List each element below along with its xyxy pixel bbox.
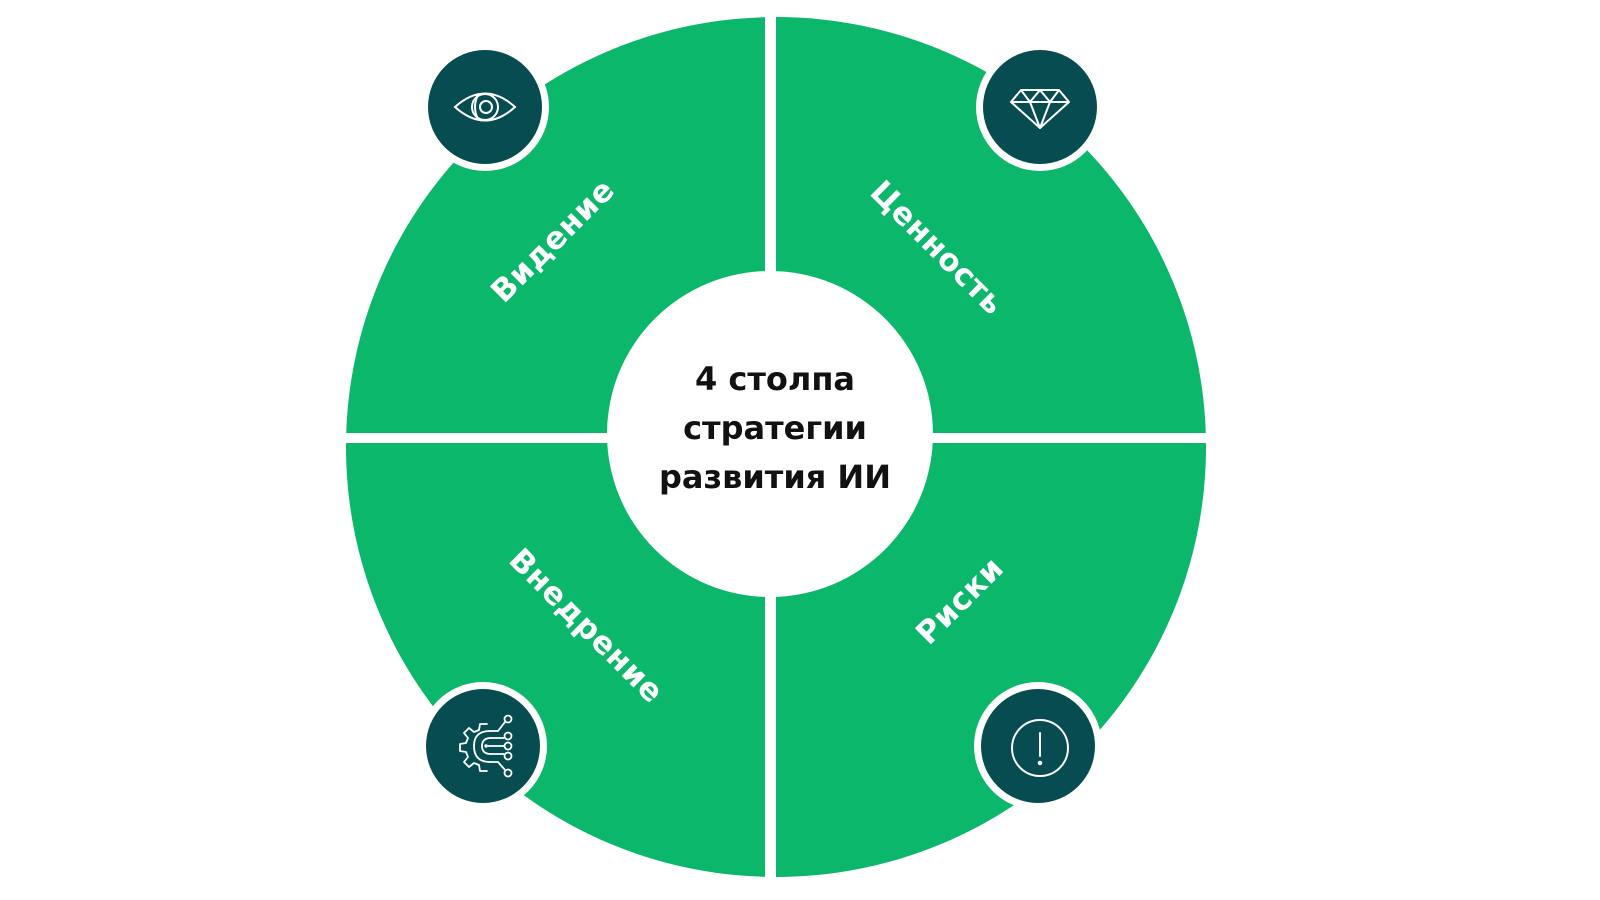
value-icon-badge bbox=[976, 43, 1104, 171]
gear-circuit-icon bbox=[459, 714, 513, 778]
center-title-line-2: стратегии bbox=[683, 409, 867, 447]
center-circle bbox=[607, 271, 933, 597]
eye-icon bbox=[453, 92, 517, 122]
risks-icon-badge bbox=[974, 682, 1102, 810]
vision-icon-badge bbox=[421, 43, 549, 171]
center-title-line-1: 4 столпа bbox=[694, 360, 856, 398]
exclamation-circle-icon bbox=[1011, 719, 1069, 777]
center-title-line-3: развития ИИ bbox=[659, 458, 891, 496]
implementation-icon-badge bbox=[419, 682, 547, 810]
diamond-icon bbox=[1010, 89, 1070, 129]
center-title: 4 столпа стратегии развития ИИ bbox=[610, 355, 940, 502]
